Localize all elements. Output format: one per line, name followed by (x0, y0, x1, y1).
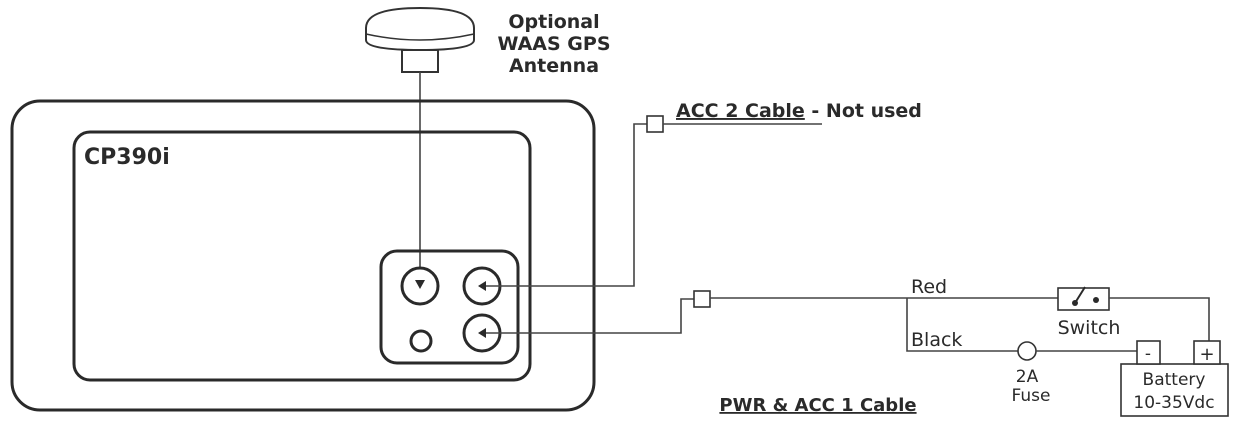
switch-label: Switch (1058, 317, 1121, 339)
black-wire-label: Black (911, 329, 962, 351)
battery-icon (1120, 340, 1229, 417)
switch-to-battery-wire (1109, 297, 1210, 341)
battery-label-line1: Battery (1143, 370, 1206, 390)
connector-panel (379, 249, 520, 365)
small-port-icon (409, 329, 433, 353)
battery-plus-terminal: + (1199, 344, 1214, 365)
pwr-cable-label: PWR & ACC 1 Cable (719, 395, 916, 416)
device-model-label: CP390i (84, 145, 170, 170)
device-outer-case (10, 99, 596, 412)
gps-antenna-icon (365, 6, 475, 73)
acc2-cable (486, 123, 647, 287)
black-wire (906, 298, 1018, 352)
antenna-label-line3: Antenna (509, 55, 599, 77)
antenna-label-line1: Optional (508, 11, 599, 33)
battery-minus-terminal: - (1145, 344, 1151, 364)
antenna-label-line2: WAAS GPS (497, 33, 610, 55)
acc2-plug-icon (646, 115, 664, 133)
gps-connector-icon (400, 266, 440, 306)
acc2-label: ACC 2 Cable - Not used (676, 100, 922, 122)
switch-icon (1057, 286, 1110, 311)
pwr-plug-icon (693, 290, 711, 308)
fuse-label-line2: Fuse (1012, 386, 1051, 406)
acc2-cable-note: - Not used (805, 100, 922, 122)
battery-label-line2: 10-35Vdc (1133, 393, 1214, 413)
device-screen (72, 130, 532, 382)
fuse-icon (1017, 341, 1037, 361)
fuse-label-line1: 2A (1016, 367, 1039, 387)
acc2-cable-name: ACC 2 Cable (676, 100, 805, 122)
pwr-cable (486, 298, 694, 334)
red-wire-label: Red (911, 276, 947, 298)
